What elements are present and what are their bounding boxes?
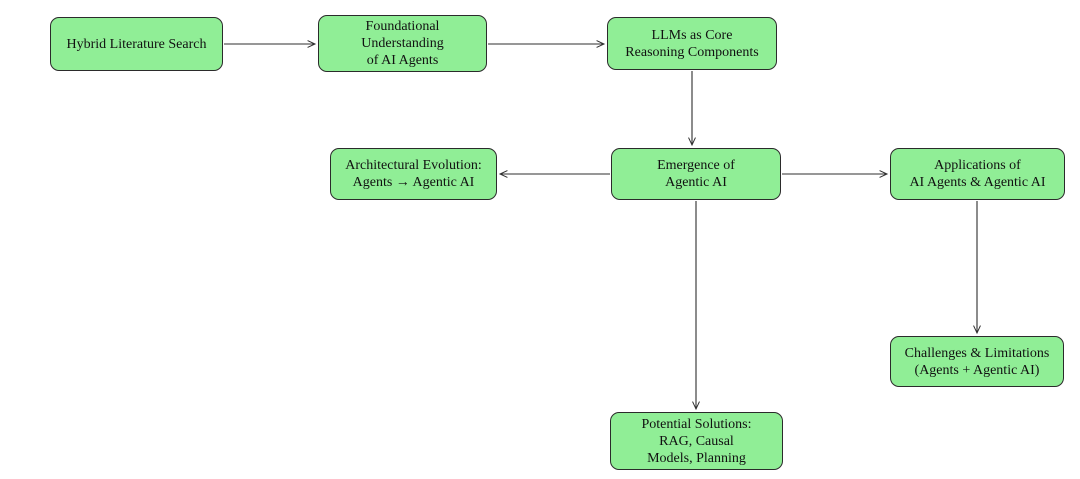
node-potential-solutions: Potential Solutions: RAG, Causal Models,… bbox=[610, 412, 783, 470]
node-llms-core-reasoning: LLMs as Core Reasoning Components bbox=[607, 17, 777, 70]
node-label: LLMs as Core Reasoning Components bbox=[625, 27, 759, 60]
node-label: Emergence of Agentic AI bbox=[657, 158, 735, 190]
node-label: Foundational Understanding of AI Agents bbox=[361, 19, 444, 68]
node-foundational-understanding: Foundational Understanding of AI Agents bbox=[318, 15, 487, 72]
node-applications: Applications of AI Agents & Agentic AI bbox=[890, 148, 1065, 200]
node-architectural-evolution: Architectural Evolution: Agents → Agenti… bbox=[330, 148, 497, 200]
node-label: Potential Solutions: RAG, Causal Models,… bbox=[641, 416, 752, 466]
node-label: Applications of AI Agents & Agentic AI bbox=[909, 158, 1046, 190]
node-label: Hybrid Literature Search bbox=[66, 36, 207, 52]
node-label: Challenges & Limitations (Agents + Agent… bbox=[904, 345, 1050, 378]
node-hybrid-literature-search: Hybrid Literature Search bbox=[50, 17, 223, 71]
node-label: Architectural Evolution: Agents → Agenti… bbox=[345, 158, 482, 190]
node-challenges-limitations: Challenges & Limitations (Agents + Agent… bbox=[890, 336, 1064, 387]
node-emergence-agentic-ai: Emergence of Agentic AI bbox=[611, 148, 781, 200]
